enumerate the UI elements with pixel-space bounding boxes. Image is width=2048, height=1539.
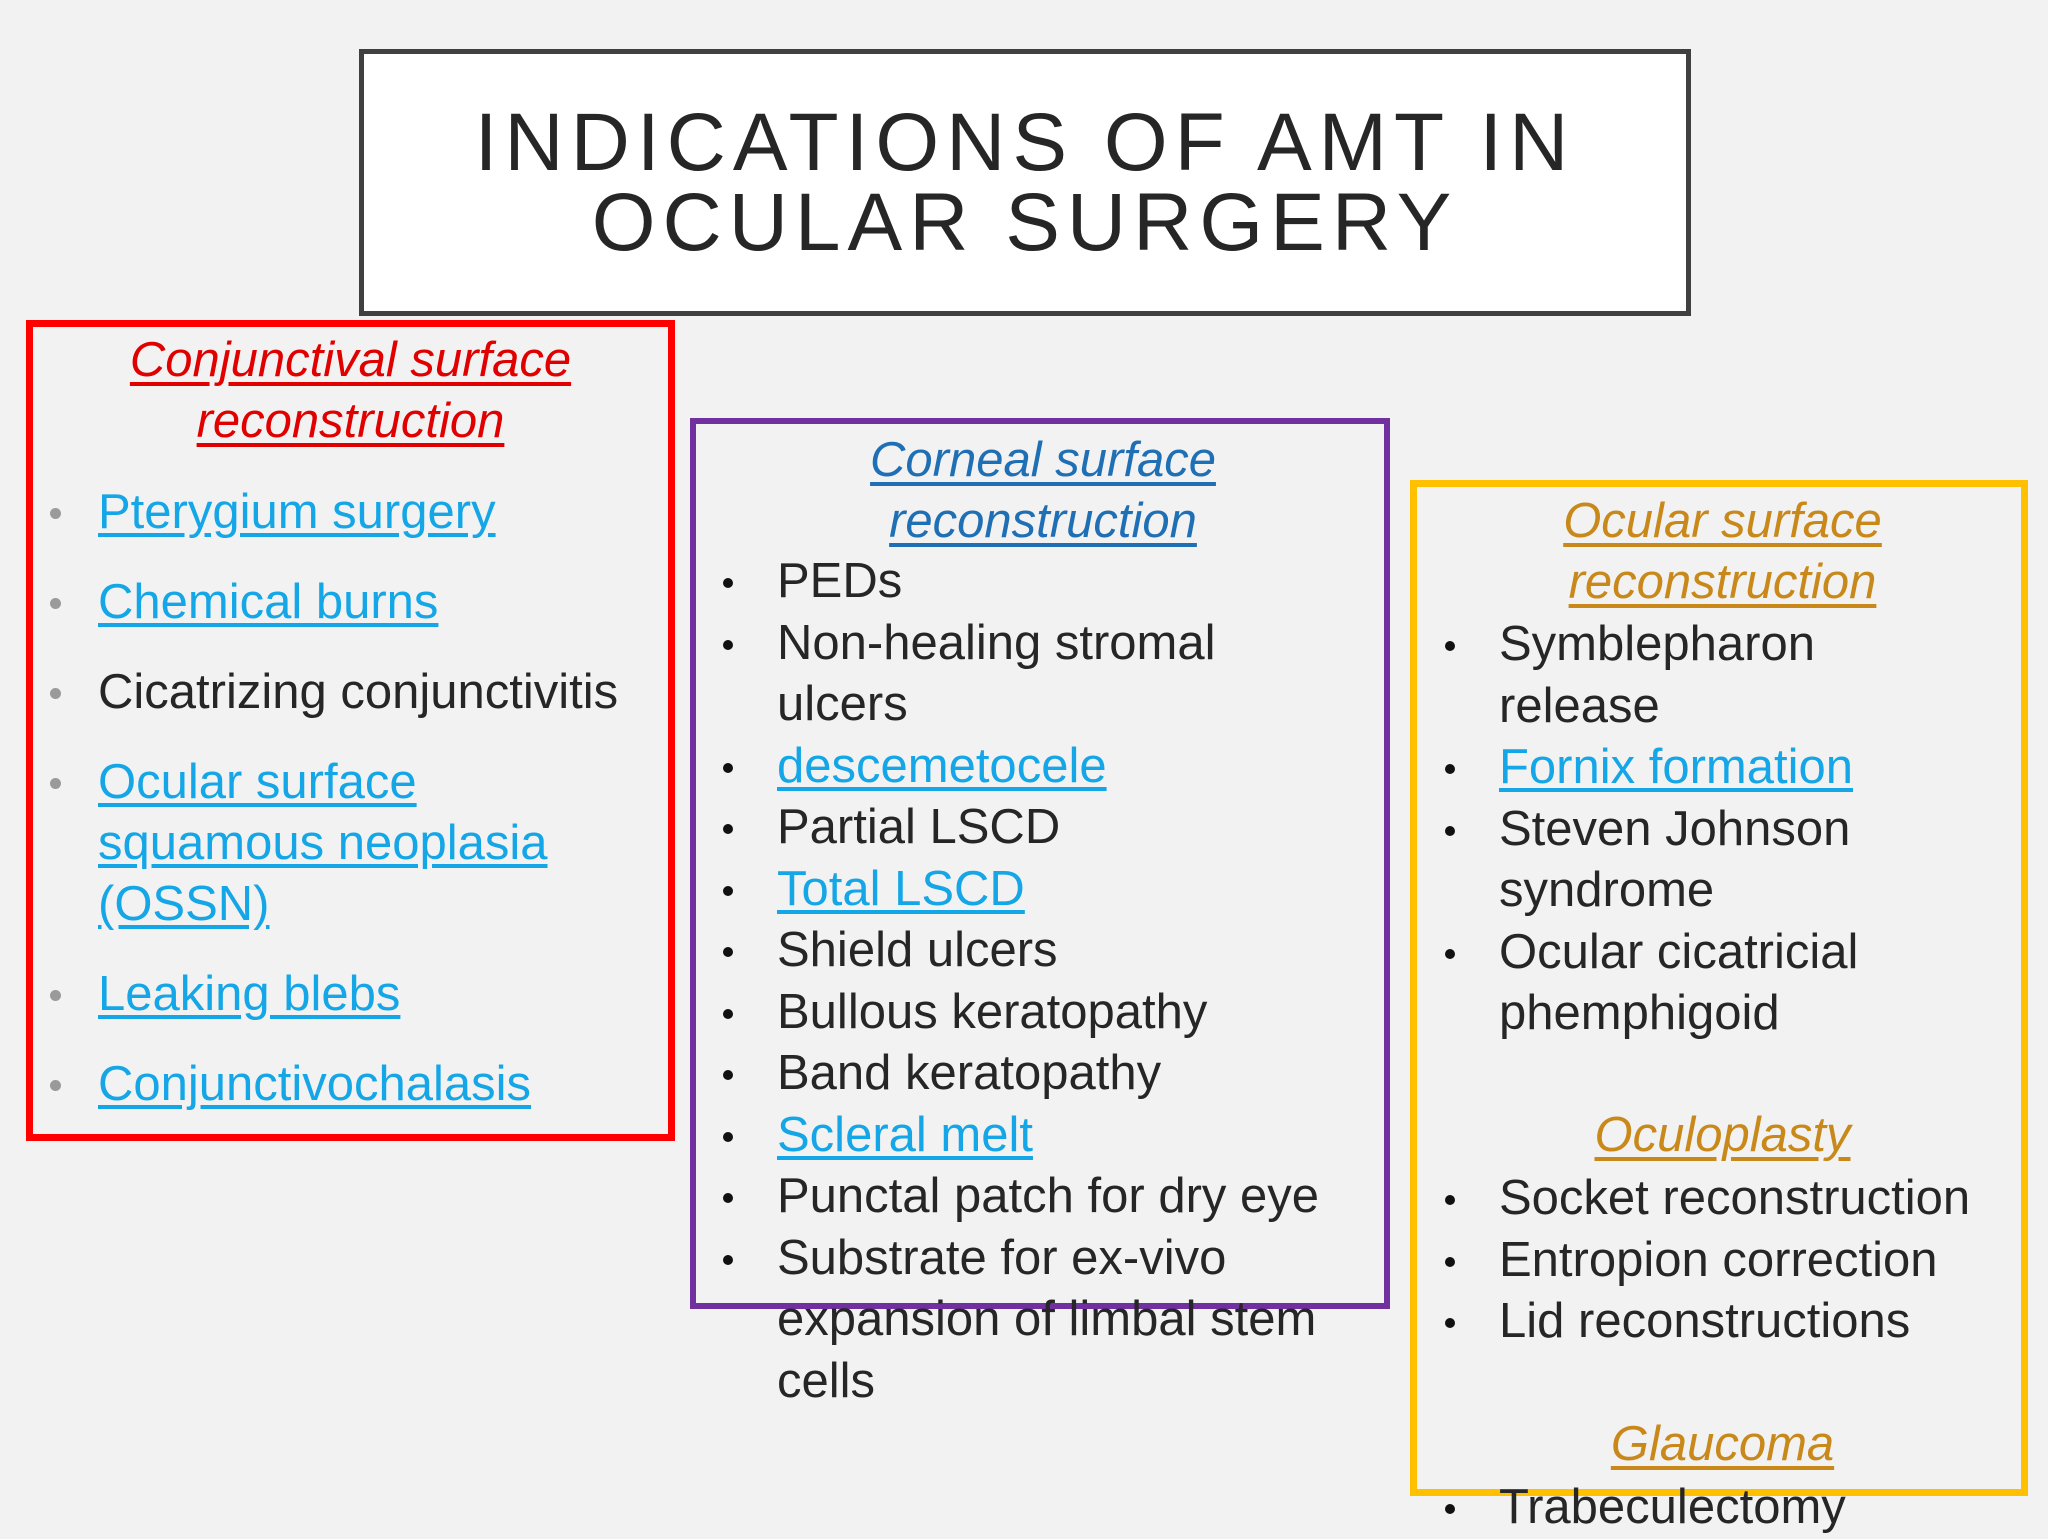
- slide-title-line-1: INDICATIONS OF AMT IN: [474, 96, 1576, 188]
- list-item: Steven Johnson syndrome: [1442, 799, 1858, 922]
- list-item: Ocular cicatricial phemphigoid: [1442, 922, 1858, 1045]
- list-item-text: syndrome: [1499, 863, 1715, 917]
- list-item-link-text[interactable]: Leaking blebs: [98, 967, 401, 1021]
- conjunctival-heading-line-2: reconstruction: [196, 394, 505, 448]
- list-item-text: PEDs: [777, 554, 903, 608]
- list-item: Symblepharon release: [1442, 614, 1858, 737]
- list-item: Trabeculectomy: [1442, 1477, 1846, 1539]
- list-item-link-text[interactable]: Scleral melt: [777, 1107, 1033, 1162]
- list-item-text: Ocular cicatricial: [1499, 924, 1859, 979]
- list-item-link-text[interactable]: (OSSN): [98, 877, 270, 931]
- list-item[interactable]: Leaking blebs: [48, 964, 618, 1025]
- list-item-link-text[interactable]: Pterygium surgery: [98, 485, 496, 539]
- list-item-text: ulcers: [777, 677, 908, 731]
- list-item: Bullous keratopathy: [720, 982, 1319, 1044]
- list-item-text: Lid reconstructions: [1499, 1294, 1911, 1348]
- list-item: Socket reconstruction: [1442, 1168, 1970, 1230]
- list-item: Band keratopathy: [720, 1043, 1319, 1105]
- glaucoma-heading[interactable]: Glaucoma: [1610, 1417, 1835, 1471]
- list-item-link-text[interactable]: Conjunctivochalasis: [98, 1057, 532, 1111]
- list-item: Lid reconstructions: [1442, 1291, 1970, 1353]
- conjunctival-frame: [26, 320, 675, 1141]
- list-item-text: release: [1499, 678, 1660, 733]
- list-item-link-text[interactable]: squamous neoplasia: [98, 816, 548, 870]
- list-item: PEDs: [720, 551, 1319, 613]
- list-item-text: Punctal patch for dry eye: [777, 1169, 1320, 1223]
- oculoplasty-heading[interactable]: Oculoplasty: [1594, 1108, 1851, 1162]
- list-item-text: cells: [777, 1353, 876, 1408]
- list-item-text: Band keratopathy: [777, 1046, 1162, 1100]
- list-item: Shield ulcers: [720, 920, 1319, 982]
- ocular-frame: [1410, 480, 2028, 1496]
- list-item-link-text[interactable]: Total LSCD: [777, 861, 1025, 916]
- list-item-link-text[interactable]: Fornix formation: [1499, 740, 1854, 794]
- list-item[interactable]: Ocular surface squamous neoplasia (OSSN): [48, 752, 618, 935]
- list-item: Cicatrizing conjunctivitis: [48, 662, 618, 723]
- slide-title-line-2: OCULAR SURGERY: [591, 176, 1459, 268]
- corneal-heading[interactable]: Corneal surface reconstruction: [696, 430, 1390, 552]
- corneal-heading-line-1: Corneal surface: [870, 433, 1216, 487]
- corneal-frame: [690, 418, 1390, 1309]
- list-item: Non-healing stromal ulcers: [720, 613, 1319, 736]
- list-item-text: Entropion correction: [1499, 1232, 1938, 1287]
- corneal-heading-line-2: reconstruction: [889, 494, 1197, 548]
- list-item-text: Shield ulcers: [777, 923, 1058, 977]
- list-item: Entropion correction: [1442, 1230, 1970, 1292]
- list-item-link-text[interactable]: Chemical burns: [98, 575, 439, 629]
- list-item-text: Substrate for ex-vivo: [777, 1230, 1227, 1285]
- list-item-text: expansion of limbal stem: [777, 1292, 1317, 1346]
- list-item[interactable]: Pterygium surgery: [48, 482, 618, 543]
- list-item: Substrate for ex-vivo expansion of limbal…: [720, 1228, 1319, 1413]
- list-item-text: Socket reconstruction: [1499, 1171, 1971, 1225]
- list-item: Partial LSCD: [720, 797, 1319, 859]
- ocular-heading[interactable]: Ocular surface reconstruction: [1417, 491, 2028, 613]
- list-item-link-text[interactable]: descemetocele: [777, 738, 1107, 793]
- list-item-text: Symblepharon: [1499, 617, 1815, 671]
- list-item[interactable]: Conjunctivochalasis: [48, 1054, 618, 1115]
- list-item[interactable]: Chemical burns: [48, 572, 618, 633]
- list-item: Punctal patch for dry eye: [720, 1166, 1319, 1228]
- list-item[interactable]: Total LSCD: [720, 859, 1319, 921]
- conjunctival-heading-line-1: Conjunctival surface: [129, 333, 572, 387]
- ocular-heading-line-1: Ocular surface: [1563, 494, 1882, 548]
- list-item-link-text[interactable]: Ocular surface: [98, 755, 417, 809]
- list-item-text: Steven Johnson: [1499, 801, 1851, 856]
- conjunctival-heading[interactable]: Conjunctival surface reconstruction: [26, 330, 675, 452]
- list-item-text: Partial LSCD: [777, 800, 1061, 854]
- glaucoma-list: Trabeculectomy: [1442, 1477, 1846, 1539]
- list-item-text: Bullous keratopathy: [777, 984, 1208, 1039]
- ocular-heading-line-2: reconstruction: [1568, 555, 1877, 609]
- list-item[interactable]: descemetocele: [720, 736, 1319, 798]
- list-item[interactable]: Scleral melt: [720, 1105, 1319, 1167]
- list-item[interactable]: Fornix formation: [1442, 737, 1858, 799]
- list-item-text: Trabeculectomy: [1499, 1480, 1846, 1534]
- list-item-text: Non-healing stromal: [777, 615, 1216, 670]
- list-item-text: phemphigoid: [1499, 986, 1780, 1040]
- slide-title-box: INDICATIONS OF AMT IN OCULAR SURGERY: [359, 49, 1691, 316]
- list-item-text: Cicatrizing conjunctivitis: [98, 665, 619, 719]
